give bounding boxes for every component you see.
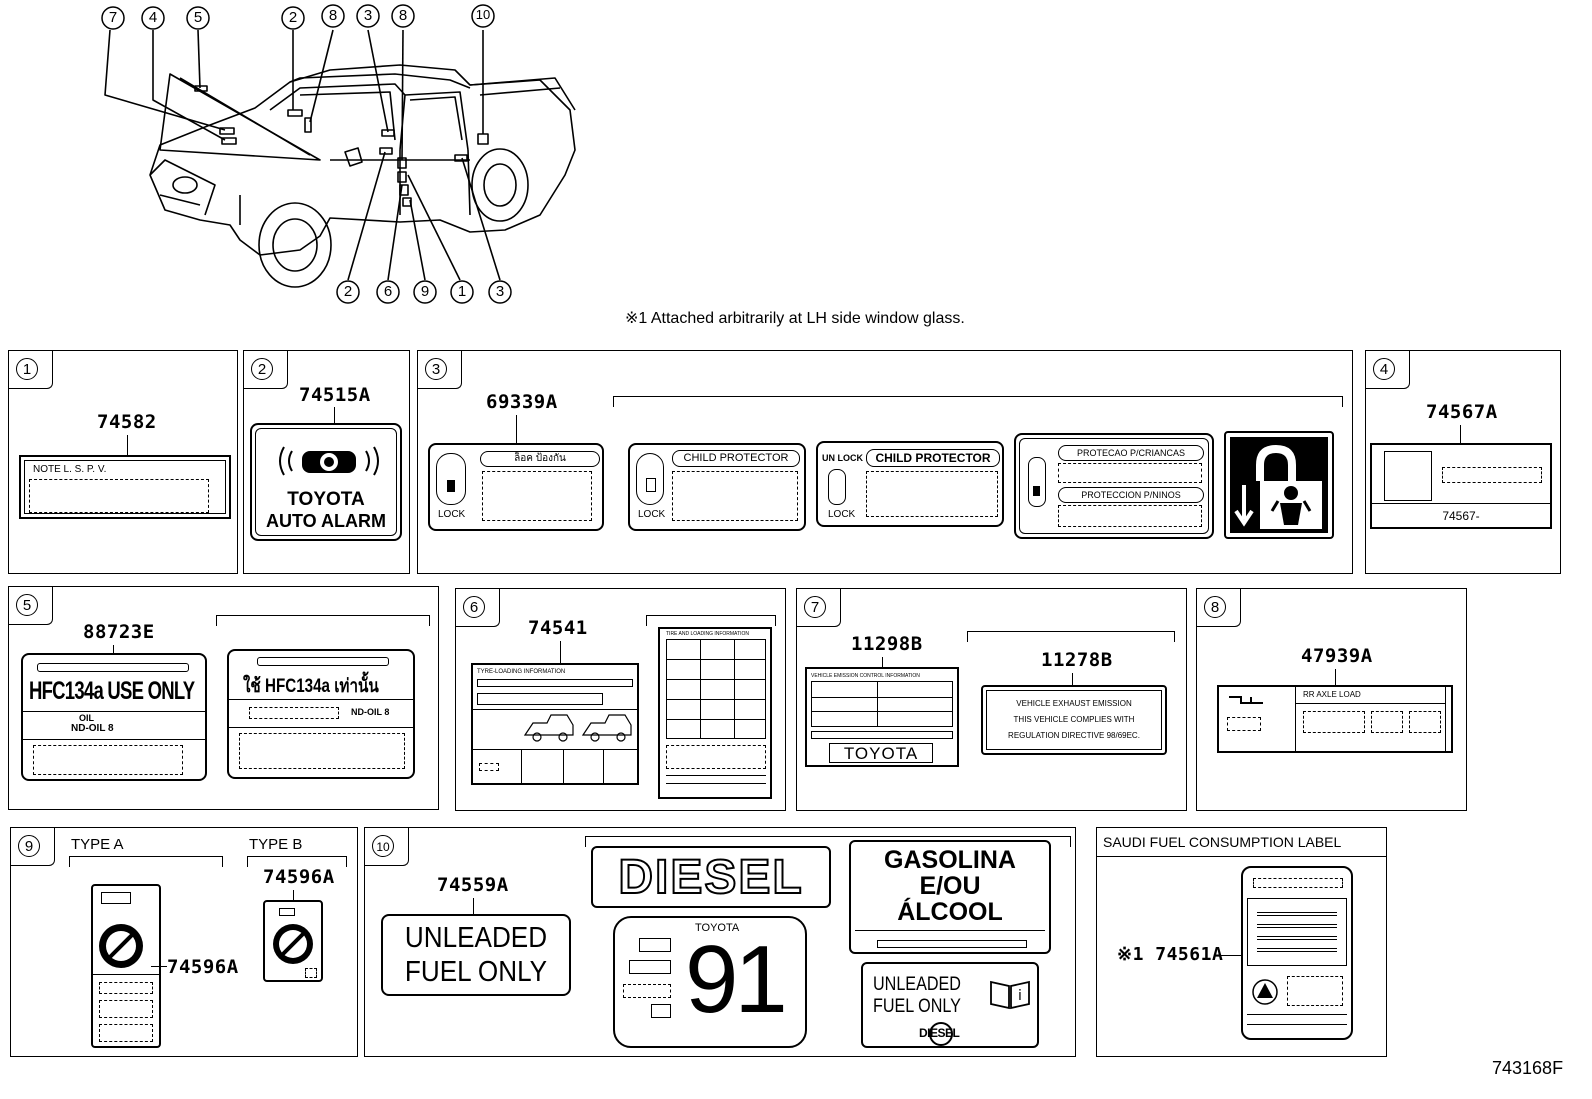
label-unleaded: UNLEADED FUEL ONLY (381, 914, 571, 996)
callout-b2: 2 (343, 283, 353, 300)
panel-tab: 5 (9, 587, 53, 625)
child-lock-pictogram (1224, 431, 1334, 539)
label-type-b (263, 900, 323, 982)
panel-6: 6 74541 TYRE-LOADING INFORMATION TIRE AN… (455, 588, 786, 811)
part-number-type-a: 74596A (167, 956, 239, 978)
callout-8: 8 (328, 7, 338, 24)
panel-7: 7 11298B 11278B VEHICLE EMISSION CONTROL… (796, 588, 1187, 811)
panel-1: 1 74582 NOTE L. S. P. V. (8, 350, 238, 574)
panel-tab: 7 (797, 589, 841, 627)
label-rr-axle-load: RR AXLE LOAD (1217, 685, 1453, 753)
truck-icon (523, 714, 632, 742)
part-number-type-b: 74596A (263, 866, 335, 888)
label-tyre-loading: TYRE-LOADING INFORMATION (471, 663, 639, 785)
part-number: 74515A (299, 384, 371, 406)
label-emission-control: VEHICLE EMISSION CONTROL INFORMATION TOY… (805, 667, 959, 767)
svg-text:i: i (1018, 988, 1022, 1004)
label-hfc134a: HFC134a USE ONLY OIL ND-OIL 8 (21, 653, 207, 781)
label-exhaust-emission: VEHICLE EXHAUST EMISSION THIS VEHICLE CO… (981, 685, 1167, 755)
label-unleaded-diesel: UNLEADED FUEL ONLY i DIESEL (861, 962, 1039, 1048)
label-hfc134a-thai: ใช้ HFC134a เท่านั้น ND-OIL 8 (227, 649, 415, 779)
reference-code: 743168F (1492, 1058, 1564, 1078)
callout-7: 7 (108, 9, 118, 26)
callout-b3: 3 (495, 283, 505, 300)
label-gasolina: GASOLINA E/OU ÁLCOOL (849, 840, 1051, 954)
panel-tab: 8 (1197, 589, 1241, 627)
panel-9: 9 TYPE A TYPE B 74596A 74596A (10, 827, 358, 1057)
panel-tab: 10 (365, 828, 409, 866)
callout-b9: 9 (420, 283, 430, 300)
panel-tab: 9 (11, 828, 55, 866)
panel-3: 3 69339A ล็อค ป้องกัน LOCK CHILD PROTECT… (417, 350, 1353, 574)
panel-10: 10 74559A UNLEADED FUEL ONLY DIESEL TOYO… (364, 827, 1076, 1057)
callout-8b: 8 (398, 7, 408, 24)
part-number: 74559A (437, 874, 509, 896)
callout-2: 2 (288, 9, 298, 26)
label-thai-lock: ล็อค ป้องกัน LOCK (428, 443, 604, 531)
panel-5: 5 88723E HFC134a USE ONLY OIL ND-OIL 8 ใ… (8, 586, 439, 810)
callout-b6: 6 (383, 283, 393, 300)
callout-b1: 1 (457, 283, 467, 300)
axle-icon (1229, 696, 1263, 704)
callout-5: 5 (193, 9, 203, 26)
part-number: 74541 (528, 617, 588, 639)
label-type-a (91, 884, 161, 1048)
part-number: 74567A (1426, 401, 1498, 423)
label-unlock-child-protector: UN LOCK CHILD PROTECTOR LOCK (816, 441, 1004, 527)
part-number: 11278B (1041, 649, 1113, 671)
part-number: 88723E (83, 621, 155, 643)
part-number: 69339A (486, 391, 558, 413)
label-tire-info: TIRE AND LOADING INFORMATION (658, 627, 772, 799)
callout-4: 4 (148, 9, 158, 26)
panel-saudi: SAUDI FUEL CONSUMPTION LABEL ※1 74561A (1096, 827, 1387, 1057)
book-icon: i (990, 980, 1030, 1010)
part-number: 47939A (1301, 645, 1373, 667)
triangle-logo-icon (1252, 979, 1278, 1005)
truck-illustration (101, 4, 576, 304)
label-91: TOYOTA 91 (613, 916, 807, 1048)
part-number: 74582 (97, 411, 157, 433)
diagram-note: ※1 Attached arbitrarily at LH side windo… (625, 310, 965, 327)
panel-tab: 1 (9, 351, 53, 389)
child-lock-icon (1234, 445, 1322, 529)
label-diesel: DIESEL (591, 846, 831, 908)
part-number: 11298B (851, 633, 923, 655)
label-74582: NOTE L. S. P. V. (19, 455, 231, 519)
no-diesel-icon (929, 1022, 953, 1046)
car-alarm-icon (279, 446, 379, 476)
panel-tab: 3 (418, 351, 462, 389)
saudi-title: SAUDI FUEL CONSUMPTION LABEL (1103, 834, 1342, 850)
type-a-label: TYPE A (71, 836, 124, 853)
part-number: ※1 74561A (1117, 944, 1224, 965)
type-b-label: TYPE B (249, 836, 303, 853)
label-protecao: PROTECAO P/CRIANCAS PROTECCION P/NINOS (1014, 433, 1214, 539)
panel-tab: 4 (1366, 351, 1410, 389)
label-74567: 74567- (1370, 443, 1552, 529)
panel-8: 8 47939A RR AXLE LOAD (1196, 588, 1467, 811)
label-child-protector: CHILD PROTECTOR LOCK (628, 443, 806, 531)
callout-10: 10 (475, 7, 491, 22)
panel-tab: 6 (456, 589, 500, 627)
callout-3: 3 (363, 7, 373, 24)
label-saudi-fuel (1241, 866, 1353, 1040)
label-auto-alarm: TOYOTA AUTO ALARM (250, 423, 402, 541)
panel-tab: 2 (244, 351, 288, 389)
panel-2: 2 74515A TOYOTA AUTO ALARM (243, 350, 410, 574)
panel-4: 4 74567A 74567- (1365, 350, 1561, 574)
